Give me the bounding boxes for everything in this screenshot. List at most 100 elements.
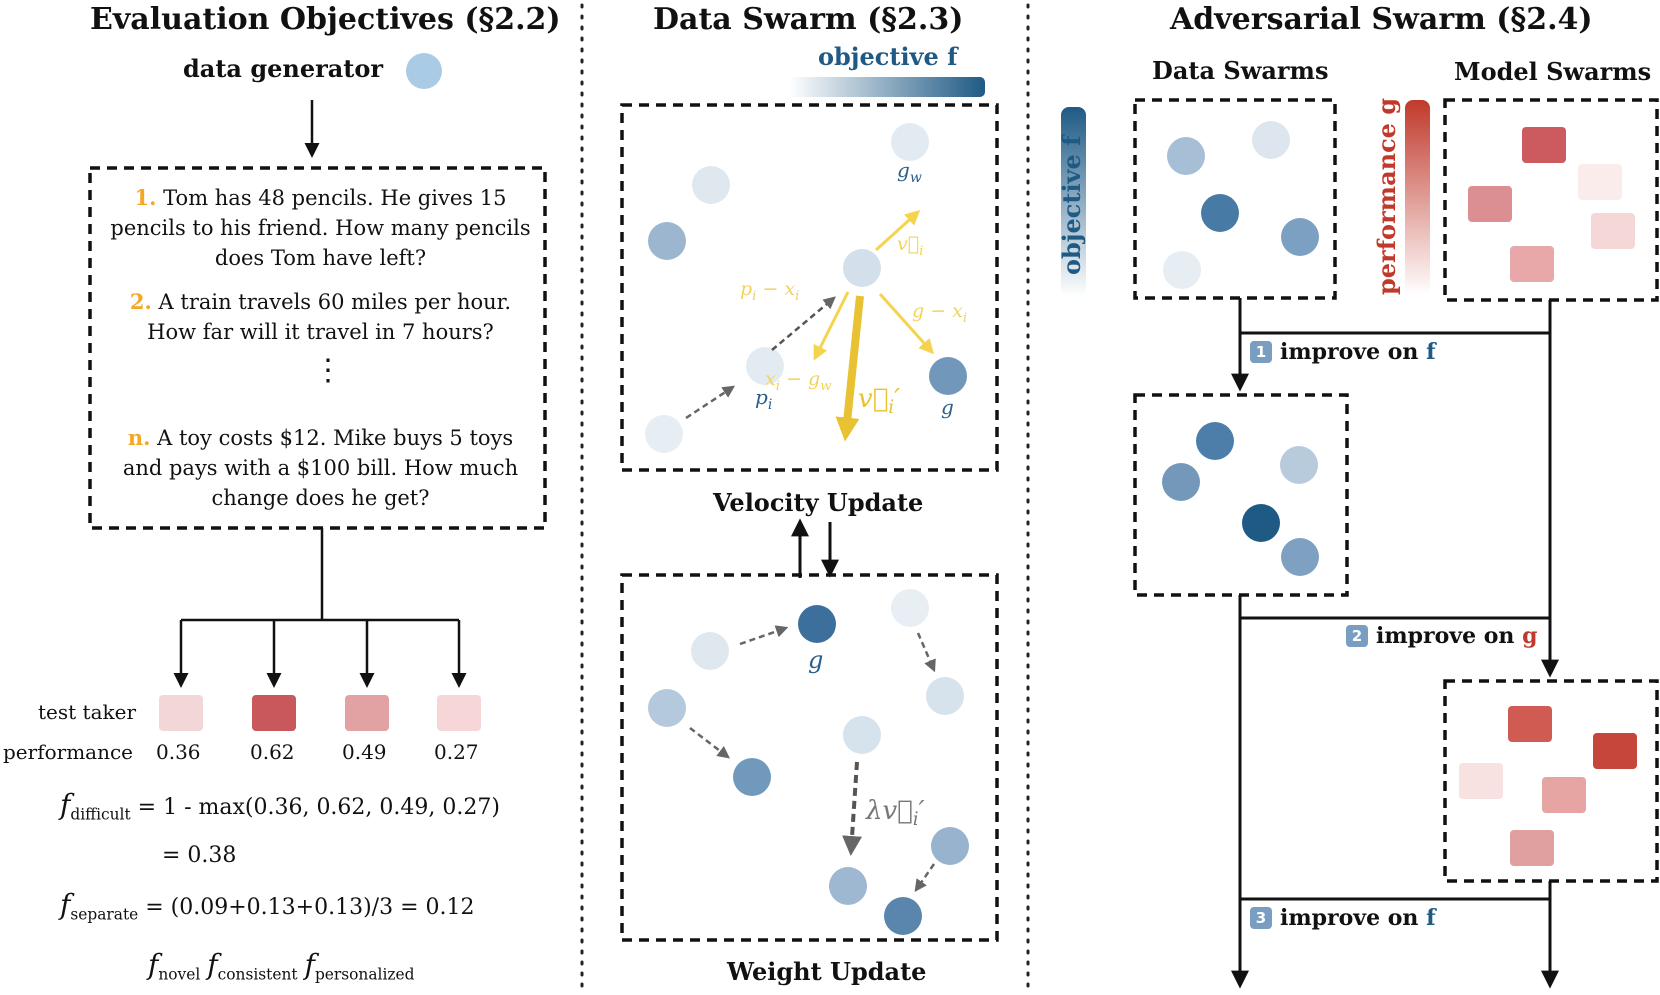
f-symbol: f: [148, 948, 159, 981]
particle-g: [929, 357, 967, 395]
gw-subscript: w: [909, 170, 922, 186]
particle: [884, 897, 922, 935]
particle-gw: [891, 123, 929, 161]
g-minus-x-text: g − x: [912, 300, 963, 322]
question-2-text: A train travels 60 miles per hour. How f…: [147, 290, 512, 344]
prime-mark: ′: [894, 384, 901, 414]
g-label: g: [941, 395, 954, 419]
test-taker-square: [159, 695, 203, 731]
xi-minus-gw-arrow: [813, 291, 850, 361]
question-n-text: A toy costs $12. Mike buys 5 toys and pa…: [122, 426, 519, 510]
question-1-number: 1.: [134, 185, 157, 210]
question-1: 1. Tom has 48 pencils. He gives 15 penci…: [108, 183, 533, 273]
vi-prime-symbol: v⃗: [858, 384, 889, 414]
f-personalized-subscript: personalized: [314, 965, 415, 984]
data-swarm-section-title: Data Swarm (§2.3): [653, 2, 964, 37]
pi-symbol: p: [740, 278, 753, 300]
f-symbol: f: [207, 948, 218, 981]
question-n-number: n.: [127, 425, 151, 450]
step-3-text: improve on: [1280, 905, 1427, 931]
data-swarm-box-1: [1133, 98, 1337, 300]
data-particle: [1281, 218, 1319, 256]
velocity-box: [620, 103, 999, 472]
data-particle: [1242, 504, 1280, 542]
f-separate-expression: = (0.09+0.13+0.13)/3 = 0.12: [145, 895, 475, 920]
step-3-target: f: [1426, 905, 1436, 931]
eval-section-title: Evaluation Objectives (§2.2): [90, 2, 561, 37]
model-square: [1510, 246, 1554, 282]
xi-subscript: i: [795, 288, 800, 304]
particle: [648, 689, 686, 727]
step-2-text: improve on: [1376, 623, 1523, 649]
particle: [926, 677, 964, 715]
gw-subscript: w: [820, 378, 832, 394]
vi-prime-subscript: i: [888, 397, 895, 419]
weight-move-arrow: [689, 727, 730, 759]
g-minus-xi-arrow: [878, 292, 935, 355]
f-novel-subscript: novel: [158, 965, 201, 984]
data-particle: [1281, 538, 1319, 576]
lambda-v-label: λv⃗i′: [866, 796, 925, 830]
weight-move-arrow: [739, 625, 789, 646]
model-square: [1593, 733, 1637, 769]
performance-label: performance: [3, 740, 134, 764]
performance-squares: [159, 695, 481, 731]
model-square: [1522, 127, 1566, 163]
question-2: 2. A train travels 60 miles per hour. Ho…: [108, 287, 533, 347]
performance-g-gradient: [1405, 100, 1430, 295]
weight-move-arrow: [914, 863, 936, 893]
particle: [645, 415, 683, 453]
vi-subscript: i: [919, 243, 924, 259]
lambda-v-subscript: i: [912, 809, 919, 831]
performance-g-vertical-label: performance g: [1372, 97, 1401, 295]
step-1-text: improve on: [1280, 339, 1427, 365]
particle: [648, 222, 686, 260]
question-1-text: Tom has 48 pencils. He gives 15 pencils …: [110, 186, 531, 270]
data-particle: [1163, 251, 1201, 289]
g-label-weight: g: [808, 646, 824, 674]
weight-update-label: Weight Update: [727, 957, 927, 986]
step-1-badge: 1: [1250, 341, 1272, 363]
model-square: [1578, 164, 1622, 200]
data-particle: [1201, 194, 1239, 232]
xi-minus-gw-label: xi − gw: [765, 368, 832, 394]
gw-symbol: g: [897, 158, 910, 182]
prime-mark: ′: [918, 796, 925, 826]
history-arrow: [685, 385, 736, 420]
particle: [691, 632, 729, 670]
f-symbol: f: [60, 888, 71, 921]
gw-label: gw: [897, 158, 922, 186]
new-velocity-arrow: [835, 295, 864, 442]
test-taker-square: [252, 695, 296, 731]
f-symbol: f: [304, 948, 315, 981]
model-swarms-label: Model Swarms: [1454, 57, 1652, 86]
particle: [692, 166, 730, 204]
velocity-arrow: [874, 209, 921, 252]
pi-minus-xi-arrow: [771, 296, 836, 351]
performance-value: 0.27: [434, 740, 479, 764]
data-particle: [1167, 137, 1205, 175]
question-ellipsis: ⋮: [313, 353, 343, 388]
data-particle: [1162, 463, 1200, 501]
step-3-label: 3 improve on f: [1250, 905, 1436, 931]
pi-minus-xi-label: pi − xi: [740, 278, 799, 304]
f-difficult-expression: = 1 - max(0.36, 0.62, 0.49, 0.27): [137, 795, 500, 820]
objective-gradient-bar: [789, 77, 985, 97]
performance-value: 0.36: [156, 740, 201, 764]
vi-label: v⃗i: [897, 233, 923, 259]
step-2-target: g: [1522, 623, 1538, 649]
objective-f-gradient: [1061, 107, 1086, 297]
particle-current: [843, 249, 881, 287]
step-3-badge: 3: [1250, 907, 1272, 929]
particle-pi: [746, 347, 784, 385]
velocity-update-label: Velocity Update: [713, 488, 924, 517]
objective-f-label: objective f: [818, 42, 958, 71]
minus-x-text: − x: [756, 278, 796, 300]
performance-value: 0.49: [342, 740, 387, 764]
test-taker-square: [437, 695, 481, 731]
step-2-badge: 2: [1346, 625, 1368, 647]
lambda-velocity-arrow: [842, 761, 863, 856]
data-swarms-label: Data Swarms: [1152, 56, 1329, 85]
particle: [829, 867, 867, 905]
